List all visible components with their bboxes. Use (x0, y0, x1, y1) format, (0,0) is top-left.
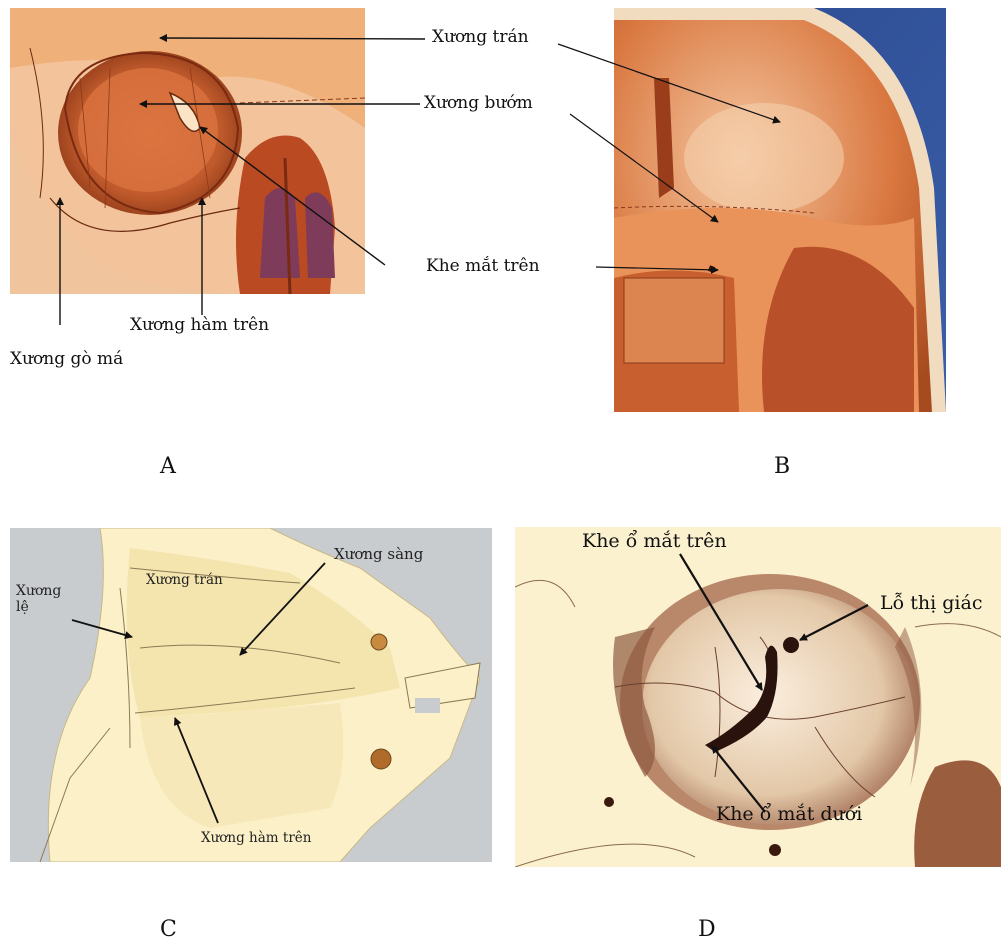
panel-c-illustration (10, 528, 492, 862)
label-a-maxilla: Xương hàm trên (130, 317, 269, 334)
label-a-sphenoid-bone: Xương bướm (424, 95, 533, 112)
label-c-frontal-bone: Xương trán (146, 573, 223, 589)
label-c-maxilla: Xương hàm trên (201, 831, 311, 847)
label-d-inferior-orbital-fissure: Khe ổ mắt dưới (716, 805, 862, 824)
label-c-ethmoid-bone: Xương sàng (334, 546, 423, 563)
label-d-optic-foramen: Lỗ thị giác (880, 594, 982, 613)
label-a-zygomatic-bone: Xương gò má (10, 351, 123, 368)
panel-letter-c: C (160, 917, 177, 942)
label-a-frontal-bone: Xương trán (432, 29, 529, 46)
label-c-lacrimal-bone: Xương lệ (16, 583, 61, 615)
label-d-superior-orbital-fissure: Khe ổ mắt trên (582, 532, 727, 551)
panel-b-illustration (614, 8, 946, 412)
panel-letter-b: B (774, 454, 790, 479)
panel-letter-d: D (698, 917, 716, 942)
panel-letter-a: A (160, 454, 176, 479)
panel-a-illustration (10, 8, 365, 294)
label-a-superior-fissure: Khe mắt trên (426, 258, 540, 275)
